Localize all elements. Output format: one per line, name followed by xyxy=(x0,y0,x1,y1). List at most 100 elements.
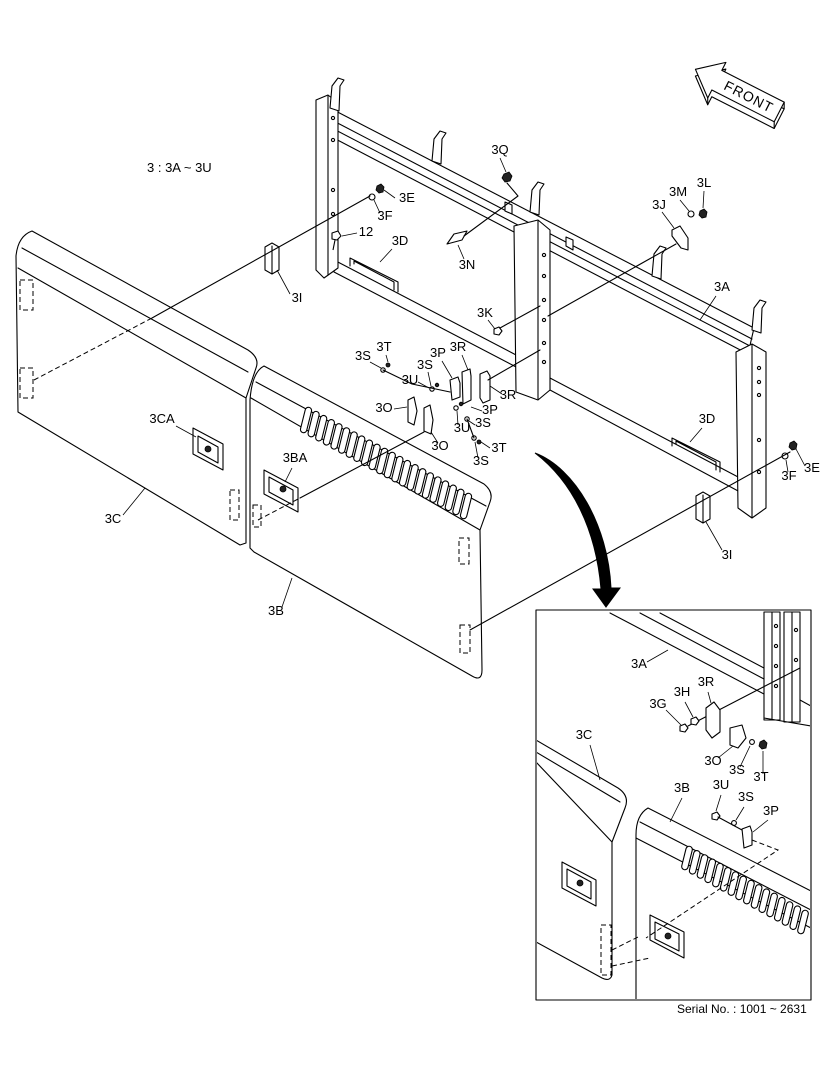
part-label: 3E xyxy=(804,460,820,475)
assembly-line xyxy=(466,418,475,439)
inset-bolt-3h xyxy=(690,716,700,726)
hook-bracket xyxy=(329,77,345,112)
left-post xyxy=(315,94,339,279)
louver-slot xyxy=(360,439,374,467)
bracket-3p xyxy=(461,368,472,405)
assembly-line xyxy=(499,305,541,329)
part-label: 3T xyxy=(491,440,506,455)
panel-3c-body xyxy=(15,230,258,546)
hook-bracket xyxy=(651,245,667,280)
hook-bracket xyxy=(431,130,447,165)
louver-slot xyxy=(459,492,473,520)
louver-slot xyxy=(750,884,763,909)
bottom-rail-right xyxy=(549,377,741,493)
panel-3c-rolled-edge xyxy=(21,247,249,373)
inset-frame-3a xyxy=(609,611,810,727)
part-label: 3R xyxy=(500,387,517,402)
washer-3m xyxy=(687,210,695,218)
louver-slot xyxy=(376,447,389,475)
inset-part-label: 3P xyxy=(763,803,779,818)
bracket-3j xyxy=(671,225,689,251)
inset-handle-3ba xyxy=(649,914,685,959)
assembly-line xyxy=(469,451,791,631)
inset-bracket-3o xyxy=(729,724,747,749)
louver-slot xyxy=(444,484,457,512)
inset-label-leader-lines xyxy=(589,649,769,833)
part-label: 3I xyxy=(722,547,733,562)
inset-part-label: 3S xyxy=(738,789,754,804)
louver-slot xyxy=(322,419,336,446)
inset-assembly-line xyxy=(717,816,743,831)
inset-part-label: 3A xyxy=(631,656,647,671)
inset-part-label: 3S xyxy=(729,762,745,777)
part-label: 3T xyxy=(376,339,391,354)
hinge-mark xyxy=(19,279,34,311)
inset-part-label: 3G xyxy=(649,696,666,711)
inset-bracket-3p xyxy=(741,825,753,849)
assembly-line xyxy=(487,349,541,381)
inset-post-edge xyxy=(763,611,810,727)
inset-part-labels: 3A 3R 3H 3G 3O 3S 3T 3C 3B 3U 3S 3P xyxy=(576,656,779,818)
inset-bolt-3u xyxy=(711,811,721,821)
bracket-3r xyxy=(479,370,491,404)
bolt-12 xyxy=(331,230,342,251)
bracket-3o-left xyxy=(407,396,418,426)
part-label: 3O xyxy=(375,400,392,415)
part-label: 3L xyxy=(697,175,711,190)
detail-inset xyxy=(537,611,810,999)
louver-slot xyxy=(727,871,740,896)
post-holes xyxy=(330,115,762,475)
hinge-mark xyxy=(19,367,34,399)
hinge-mark xyxy=(252,504,262,528)
nut-3e-right xyxy=(788,440,798,451)
label-leader-lines xyxy=(122,157,806,608)
part-label: 3S xyxy=(473,453,489,468)
part-label: 12 xyxy=(359,224,373,239)
hardware-parts xyxy=(264,171,798,524)
beam-tab xyxy=(565,236,574,251)
part-label: 3F xyxy=(377,208,392,223)
louver-slot xyxy=(353,435,366,462)
bracket-3n xyxy=(446,230,468,245)
bolt-3k xyxy=(493,326,503,336)
hinge-mark xyxy=(459,624,471,654)
nut-3l xyxy=(698,208,708,219)
hook-bracket xyxy=(751,299,767,334)
inset-part-label: 3C xyxy=(576,727,593,742)
part-label: 3F xyxy=(781,468,796,483)
louver-slot xyxy=(452,488,465,516)
part-label: 3B xyxy=(268,603,284,618)
part-label: 3P xyxy=(482,402,498,417)
louver-slot xyxy=(406,464,419,491)
inset-part-label: 3T xyxy=(753,769,768,784)
part-label: 3I xyxy=(292,290,303,305)
part-label: 3S xyxy=(355,348,371,363)
inset-part-label: 3H xyxy=(674,684,691,699)
assembly-line xyxy=(299,431,425,499)
inset-part-label: 3U xyxy=(713,777,730,792)
nut-3q xyxy=(501,171,513,183)
louver-slot xyxy=(299,406,313,434)
right-post xyxy=(735,343,767,519)
louver-slot xyxy=(315,414,328,442)
louver-slot xyxy=(789,905,802,930)
inset-washer-3s xyxy=(749,739,755,745)
handle-3ba xyxy=(263,469,299,513)
louver-slot xyxy=(307,410,320,438)
inset-bolt-3g xyxy=(679,723,689,733)
inset-part-label: 3O xyxy=(704,753,721,768)
louver-row xyxy=(299,406,473,520)
part-label: 3D xyxy=(699,411,716,426)
assembly-line xyxy=(382,369,451,393)
louver-slot xyxy=(766,892,778,918)
bracket-3o-right xyxy=(423,404,434,435)
front-direction-arrow: FRONT xyxy=(694,61,785,130)
inset-post-holes xyxy=(773,623,799,689)
louver-slot xyxy=(743,879,755,905)
louver-slot xyxy=(712,862,724,888)
louver-slot xyxy=(391,455,404,483)
louver-slot xyxy=(696,854,709,879)
louver-slot xyxy=(368,443,381,471)
louver-slot xyxy=(773,896,786,922)
